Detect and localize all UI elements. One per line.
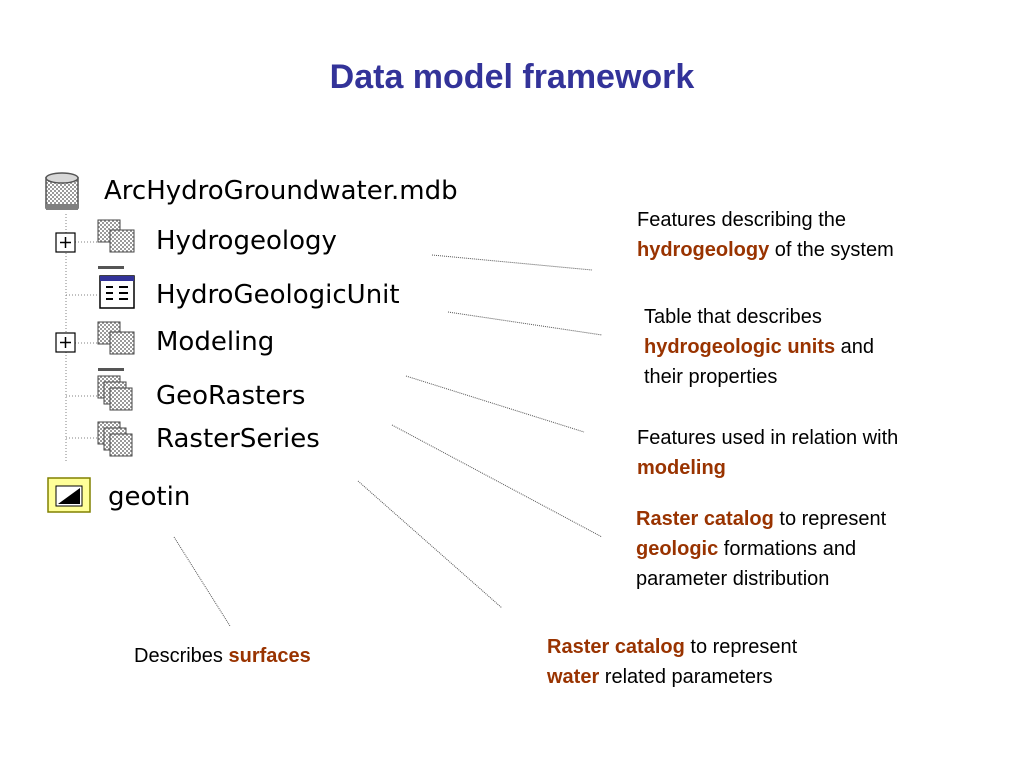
tree-item-hydrogeology[interactable]: Hydrogeology xyxy=(156,226,337,256)
feature-dataset-icon xyxy=(97,219,135,269)
leader-surfaces xyxy=(173,536,231,627)
raster-catalog-icon xyxy=(97,421,133,457)
highlight-term: modeling xyxy=(637,457,726,479)
annotation-line: their properties xyxy=(644,366,778,388)
highlight-term: surfaces xyxy=(228,645,311,667)
highlight-term: Raster catalog xyxy=(547,636,685,658)
annotation-text: formations and xyxy=(718,538,857,560)
highlight-term: hydrogeologic units xyxy=(644,336,836,358)
leader-lines xyxy=(173,254,603,627)
tree-connectors xyxy=(65,214,98,463)
highlight-term: Raster catalog xyxy=(636,508,774,530)
annotation-text: Describes xyxy=(134,645,229,667)
tree-item-geotin[interactable]: geotin xyxy=(108,482,191,512)
highlight-term: water xyxy=(547,666,600,688)
tree-item-hydrogeologicunit[interactable]: HydroGeologicUnit xyxy=(156,280,400,310)
tree-root-label[interactable]: ArcHydroGroundwater.mdb xyxy=(104,176,458,206)
tin-icon xyxy=(47,477,91,513)
annotation-text: to represent xyxy=(684,636,798,658)
highlight-term: geologic xyxy=(636,538,719,560)
expander-plus-icon[interactable] xyxy=(55,232,76,253)
tree-item-rasterseries[interactable]: RasterSeries xyxy=(156,424,320,454)
feature-dataset-icon xyxy=(97,321,135,371)
annotation-text: to represent xyxy=(773,508,887,530)
leader-rasterseries xyxy=(357,480,503,609)
leader-units xyxy=(447,311,603,336)
leader-hydrogeology xyxy=(431,254,593,271)
annotation-text: of the system xyxy=(769,239,894,261)
annotation-text: related parameters xyxy=(599,666,773,688)
expander-plus-icon[interactable] xyxy=(55,332,76,353)
annotation-hydrogeology: Features describing the hydrogeology of … xyxy=(637,205,894,265)
annotation-georasters: Raster catalog to represent geologic for… xyxy=(636,504,886,594)
table-icon xyxy=(99,275,135,309)
annotation-line: Table that describes xyxy=(644,306,822,328)
annotation-line: Features describing the xyxy=(637,209,847,231)
annotation-line: parameter distribution xyxy=(636,568,830,590)
annotation-rasterseries: Raster catalog to represent water relate… xyxy=(547,632,797,692)
tree-item-modeling[interactable]: Modeling xyxy=(156,327,275,357)
leader-georasters xyxy=(391,424,603,538)
annotation-modeling: Features used in relation with modeling xyxy=(637,423,898,483)
annotation-surfaces: Describes surfaces xyxy=(134,641,311,671)
raster-catalog-icon xyxy=(97,375,133,411)
slide-title: Data model framework xyxy=(329,58,695,96)
database-icon xyxy=(45,172,79,210)
highlight-term: hydrogeology xyxy=(637,239,770,261)
tree-item-georasters[interactable]: GeoRasters xyxy=(156,381,306,411)
annotation-line: Features used in relation with xyxy=(637,427,899,449)
annotation-text: and xyxy=(835,336,875,358)
annotation-units: Table that describes hydrogeologic units… xyxy=(644,302,874,392)
leader-modeling xyxy=(405,375,585,433)
